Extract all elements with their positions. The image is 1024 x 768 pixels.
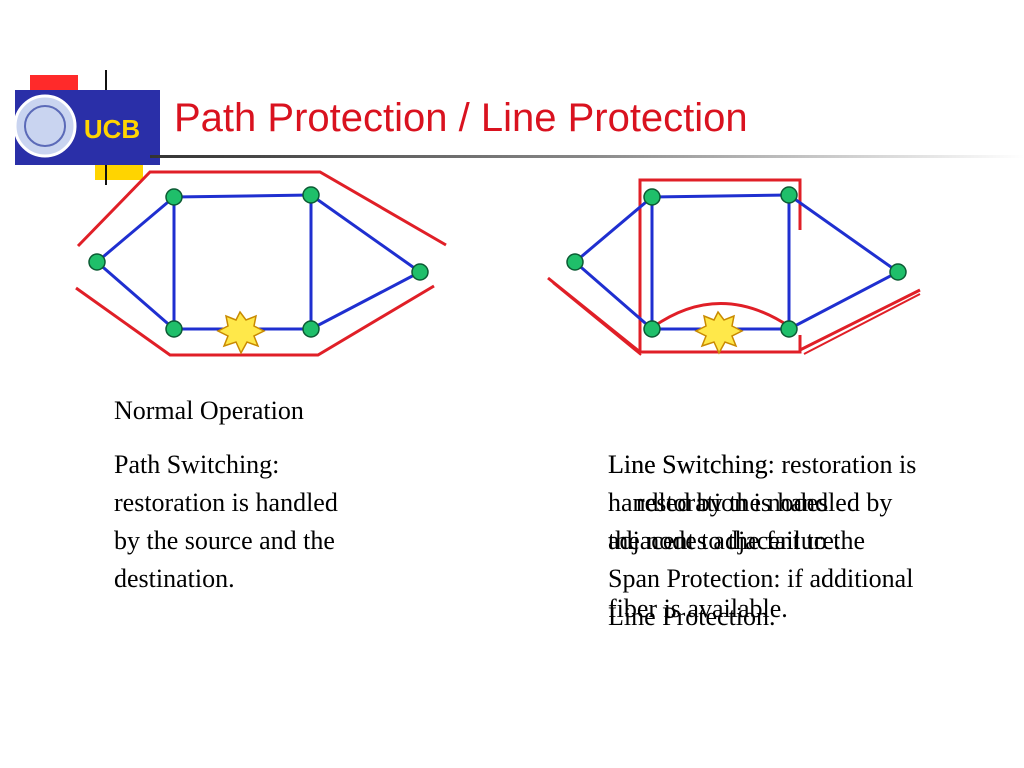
- node: [643, 320, 661, 338]
- protection-line: [799, 288, 921, 352]
- links-left: [96, 193, 421, 331]
- text-line: adjacent to the failure.: [608, 526, 841, 555]
- text-line: Line Switching: [608, 450, 768, 479]
- node: [566, 253, 584, 271]
- title-rule: [150, 155, 1024, 158]
- node: [165, 320, 183, 338]
- line-protection-diagram: [547, 178, 921, 356]
- protection-path: [75, 284, 435, 357]
- logo-text: UCB: [84, 114, 140, 144]
- node: [411, 263, 429, 281]
- path-protection-diagram: [75, 170, 447, 357]
- failure-icon: [216, 310, 266, 355]
- node: [165, 188, 183, 206]
- link: [651, 193, 790, 199]
- link: [310, 270, 421, 331]
- ucb-logo-block: UCB: [0, 0, 170, 190]
- text-line: the nodes adjacent to the: [608, 526, 866, 555]
- path-switching-text: Path Switching: restoration is handled b…: [114, 446, 338, 598]
- text-line: by the source and the: [114, 526, 335, 555]
- node: [780, 186, 798, 204]
- text-line: Line Switching: restoration is: [608, 450, 917, 479]
- slide-title: Path Protection / Line Protection: [174, 96, 748, 140]
- link: [310, 193, 421, 274]
- link: [788, 193, 899, 274]
- links-right: [574, 193, 899, 331]
- normal-operation-caption: Normal Operation: [114, 396, 304, 425]
- link: [96, 260, 175, 331]
- span-protection-text: Line Switching restoration is handled by…: [608, 446, 913, 628]
- protection-line: [803, 293, 921, 355]
- node: [88, 253, 106, 271]
- text-line: fiber is available.: [608, 594, 788, 623]
- text-line: Path Switching:: [114, 450, 280, 479]
- nodes-left: [88, 186, 429, 338]
- text-line: Span Protection: if additional: [608, 564, 914, 593]
- text-line: handled by the nodes: [608, 488, 829, 517]
- nodes-right: [566, 186, 907, 338]
- link: [96, 195, 175, 264]
- node: [780, 320, 798, 338]
- node: [889, 263, 907, 281]
- link: [574, 260, 653, 331]
- link: [173, 193, 312, 199]
- protection-line: [552, 282, 642, 356]
- text-line: restoration is handled by: [636, 488, 893, 517]
- node: [643, 188, 661, 206]
- text-line: destination.: [114, 564, 235, 593]
- failure-icon: [694, 310, 744, 355]
- seal-icon: [13, 94, 77, 158]
- network-diagrams: [75, 170, 921, 357]
- text-line: restoration is handled: [114, 488, 338, 517]
- working-path: [76, 170, 447, 248]
- span-bypass-path: [652, 302, 791, 329]
- text-line: Line Protection.: [608, 602, 776, 631]
- line-switching-text: Line Switching: restoration is handled b…: [608, 446, 916, 636]
- link: [788, 270, 899, 331]
- node: [302, 186, 320, 204]
- seal-ring: [24, 105, 66, 147]
- node: [302, 320, 320, 338]
- link: [574, 195, 653, 264]
